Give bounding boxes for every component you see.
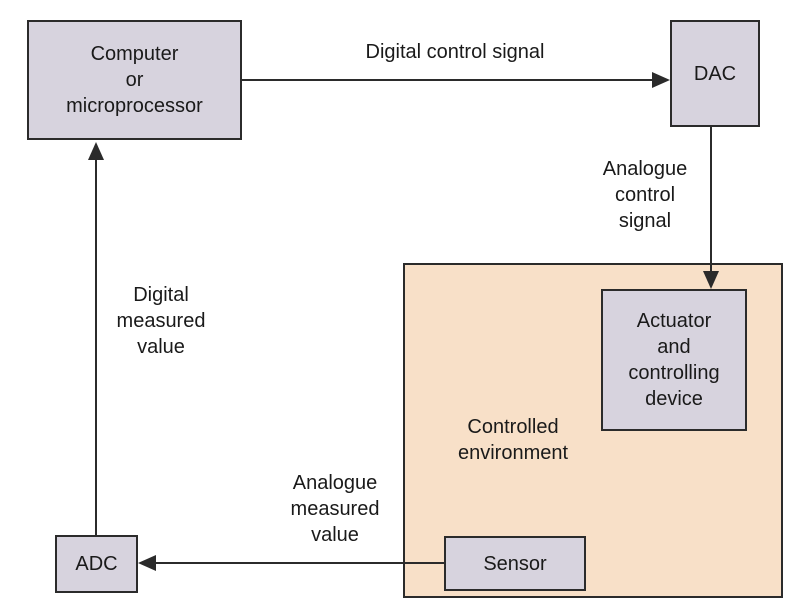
actuator-label-line-3: controlling: [628, 362, 720, 384]
actuator-box: Actuator and controlling device: [601, 289, 747, 431]
digital-measured-value-label: Digital measured value: [106, 282, 216, 360]
actuator-label-line-4: device: [645, 388, 703, 410]
arrowhead-actuator: [703, 271, 719, 289]
analogue-control-label-line-1: Analogue: [602, 158, 688, 180]
digital-measured-label-line-2: measured: [116, 310, 206, 332]
environment-label-line-1: Controlled: [467, 416, 559, 438]
digital-measured-label-line-3: value: [137, 336, 185, 358]
analogue-measured-value-label: Analogue measured value: [275, 470, 395, 548]
computer-box: Computer or microprocessor: [27, 20, 242, 140]
analogue-control-label-line-3: signal: [618, 210, 672, 232]
computer-label-line-1: Computer: [90, 43, 179, 65]
arrowhead-computer: [88, 142, 104, 160]
sensor-box: Sensor: [444, 536, 586, 591]
actuator-label-line-1: Actuator: [636, 310, 712, 332]
dac-label: DAC: [693, 62, 737, 85]
analogue-measured-label-line-2: measured: [290, 498, 380, 520]
arrowhead-adc: [138, 555, 156, 571]
analogue-control-label-line-2: control: [614, 184, 676, 206]
analogue-control-signal-label: Analogue control signal: [590, 156, 700, 234]
arrowhead-dac: [652, 72, 670, 88]
analogue-measured-label-line-1: Analogue: [292, 472, 378, 494]
sensor-label: Sensor: [483, 552, 547, 575]
controlled-environment-label: Controlled environment: [433, 414, 593, 466]
environment-label-line-2: environment: [457, 442, 569, 464]
analogue-measured-label-line-3: value: [311, 524, 359, 546]
actuator-label-line-2: and: [657, 336, 691, 358]
computer-label-line-2: or: [125, 69, 144, 91]
digital-control-label-line-1: Digital control signal: [365, 41, 545, 63]
adc-label: ADC: [75, 553, 118, 575]
digital-measured-label-line-1: Digital: [133, 284, 189, 306]
adc-box: ADC: [55, 535, 138, 593]
computer-label-line-3: microprocessor: [66, 95, 203, 117]
digital-control-signal-label: Digital control signal: [330, 39, 580, 65]
dac-box: DAC: [670, 20, 760, 127]
